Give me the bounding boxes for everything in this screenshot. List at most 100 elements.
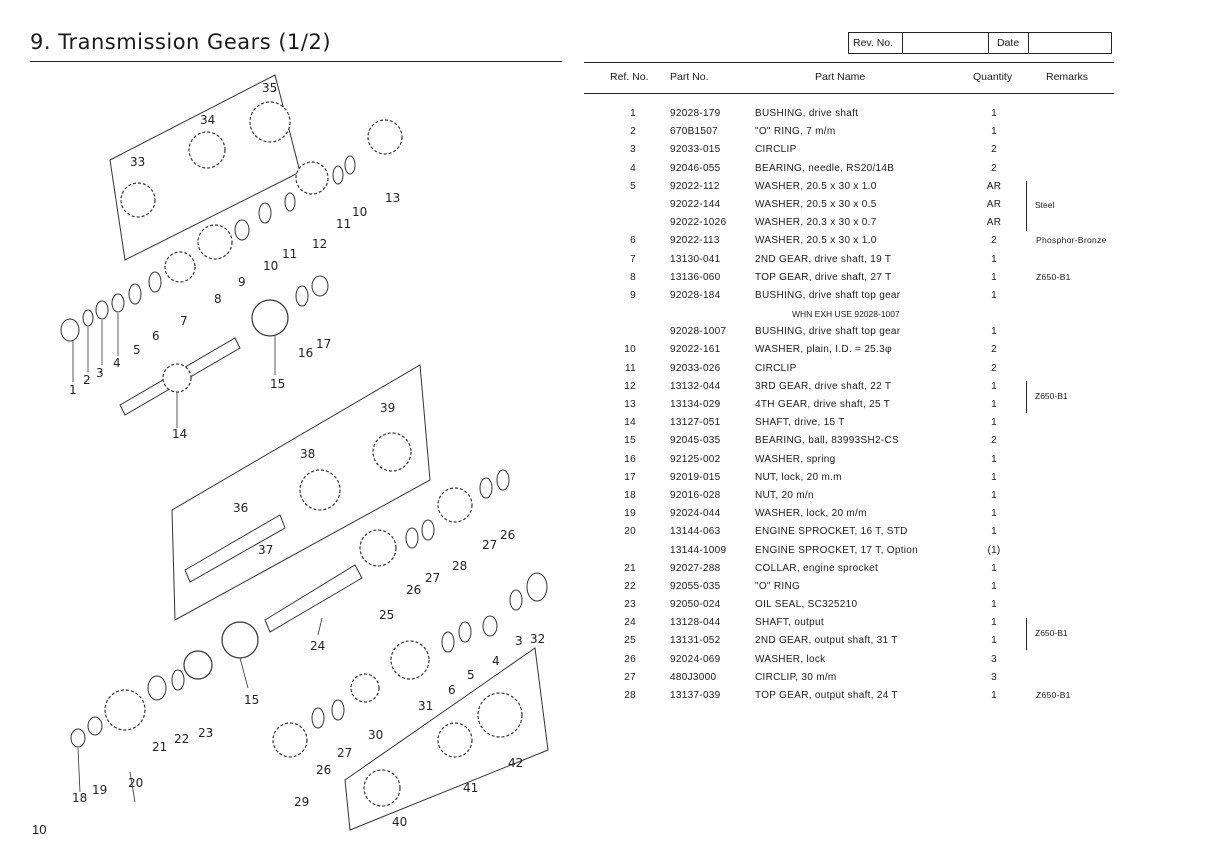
quantity-cell: AR <box>986 198 1002 210</box>
bearing-15-upper <box>251 299 289 337</box>
quantity-cell: 1 <box>991 489 997 501</box>
part-no-cell: 92050-024 <box>670 599 721 611</box>
ref-no-cell: 18 <box>624 489 636 501</box>
brace-line <box>1026 381 1027 414</box>
page-title: 9. Transmission Gears (1/2) <box>30 30 332 54</box>
part-no-cell: 92019-015 <box>670 471 721 483</box>
part-name-cell: COLLAR, engine sprocket <box>755 562 879 574</box>
part-no-cell: 13127-051 <box>670 417 721 429</box>
svg-text:9: 9 <box>238 275 246 289</box>
part-no-cell: 92055-035 <box>670 580 721 592</box>
collar-32 <box>526 572 548 602</box>
part-no-cell: 13144-063 <box>670 526 721 538</box>
part-no-cell: 92022-113 <box>670 235 720 247</box>
table-body: 1 92028-179 BUSHING, drive shaft 1 2 670B1507… <box>584 106 1114 706</box>
page-number: 10 <box>32 822 47 837</box>
ref-no-cell: 8 <box>630 271 636 283</box>
part-name-cell: BUSHING, drive shaft top gear <box>755 289 901 301</box>
part-no-cell: 92022-1026 <box>670 217 727 229</box>
gear-40 <box>363 769 401 807</box>
table-header: Ref. No. Part No. Part Name Quantity Rem… <box>584 62 1114 94</box>
svg-text:37: 37 <box>258 543 273 557</box>
brace-label: Z650-B1 <box>1035 391 1068 402</box>
svg-text:39: 39 <box>380 401 395 415</box>
svg-text:27: 27 <box>425 571 440 585</box>
gear-31 <box>390 640 430 680</box>
svg-text:5: 5 <box>133 343 141 357</box>
svg-text:4: 4 <box>113 356 121 370</box>
nut-18 <box>70 728 86 748</box>
circlip-27b <box>421 519 435 541</box>
part-name-cell: BEARING, needle, RS20/14B <box>755 162 895 174</box>
svg-text:26: 26 <box>406 583 421 597</box>
gear-14 <box>162 363 192 393</box>
part-no-cell: 92028-179 <box>670 108 721 119</box>
svg-text:10: 10 <box>263 259 278 273</box>
quantity-cell: 3 <box>991 653 997 665</box>
ref-no-cell: 11 <box>625 362 636 374</box>
remarks-cell: Z650-B1 <box>1036 271 1071 282</box>
svg-text:16: 16 <box>298 346 313 360</box>
brace-label: Z650-B1 <box>1035 627 1068 638</box>
part-name-cell: WASHER, plain, I.D. = 25.3φ <box>755 344 892 356</box>
quantity-cell: 1 <box>991 599 997 611</box>
part-name-cell: WASHER, lock, 20 m/m <box>755 508 867 520</box>
part-name-cell: ENGINE SPROCKET, 16 T, STD <box>755 526 908 538</box>
ref-no-cell: 19 <box>624 508 636 520</box>
part-no-cell: 92022-161 <box>670 344 721 356</box>
ref-no-cell: 7 <box>630 253 636 265</box>
header-remarks: Remarks <box>1046 71 1089 83</box>
ref-no-cell: 16 <box>624 453 636 465</box>
part-no-cell: 670B1507 <box>670 126 719 138</box>
revision-box: Rev. No. Date <box>848 32 1112 54</box>
part-name-cell: BEARING, ball, 83993SH2-CS <box>755 435 899 447</box>
part-no-cell: 13132-044 <box>670 380 721 392</box>
title-rule <box>30 61 562 62</box>
svg-text:31: 31 <box>418 699 433 713</box>
part-name-cell: WASHER, 20.5 x 30 x 1.0 <box>755 235 877 247</box>
part-no-cell: 92024-069 <box>670 653 721 665</box>
ref-no-cell: 20 <box>624 526 636 538</box>
part-no-cell: 13144-1009 <box>670 544 727 556</box>
svg-text:26: 26 <box>500 528 515 542</box>
part-name-cell: CIRCLIP <box>755 144 797 156</box>
part-no-cell: 92033-026 <box>670 362 721 374</box>
washer-26b <box>405 527 419 549</box>
gear-38 <box>299 469 341 511</box>
washer-10 <box>344 155 356 175</box>
gear-34 <box>188 131 226 169</box>
svg-text:27: 27 <box>482 538 497 552</box>
part-name-cell: BUSHING, drive shaft <box>755 108 859 119</box>
circlip-11 <box>332 165 344 185</box>
svg-text:14: 14 <box>172 427 187 441</box>
washer-16 <box>295 285 309 307</box>
ref-no-cell: 2 <box>630 126 636 138</box>
svg-text:20: 20 <box>128 776 143 790</box>
ref-no-cell: 27 <box>624 671 636 683</box>
svg-text:23: 23 <box>198 726 213 740</box>
washer-5b <box>458 621 472 643</box>
bearing-15-lower <box>221 621 259 659</box>
part-name-cell: "O" RING <box>755 580 801 592</box>
ref-no-cell: 17 <box>624 471 636 483</box>
svg-text:24: 24 <box>310 639 325 653</box>
quantity-cell: 1 <box>991 690 997 701</box>
svg-text:33: 33 <box>130 155 145 169</box>
ref-no-cell: 13 <box>624 399 636 410</box>
svg-text:41: 41 <box>463 781 478 795</box>
quantity-cell: 1 <box>991 399 997 410</box>
ref-no-cell: 26 <box>624 653 636 665</box>
quantity-cell: 1 <box>991 326 997 338</box>
